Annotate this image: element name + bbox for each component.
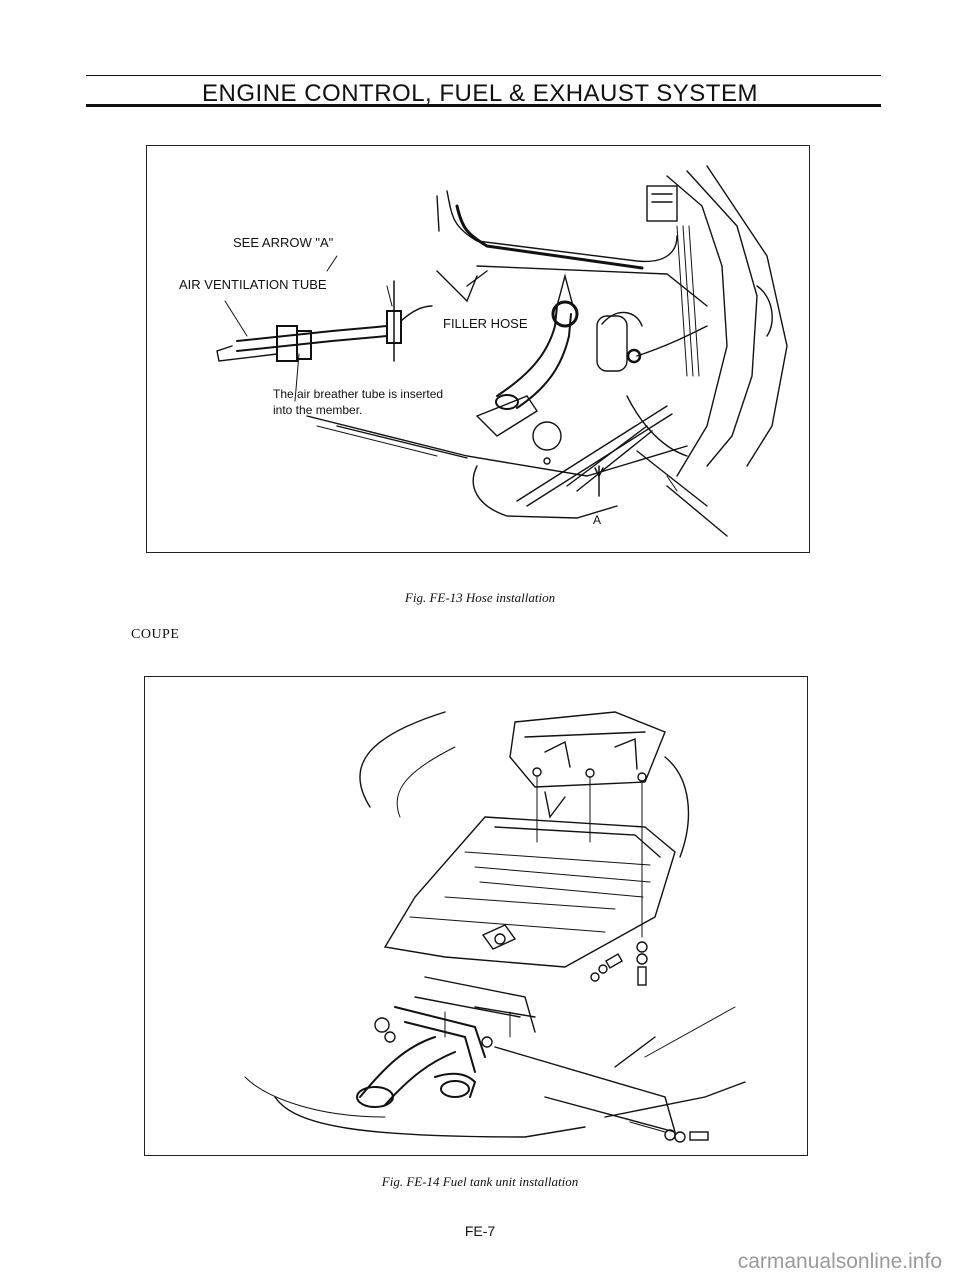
page-header-title: ENGINE CONTROL, FUEL & EXHAUST SYSTEM	[202, 80, 758, 107]
air-ventilation-tube-label: AIR VENTILATION TUBE	[179, 277, 327, 292]
hose-installation-illustration: SEE ARROW "A" AIR VENTILATION TUBE FILLE…	[179, 165, 788, 537]
breather-tube-note-line1: The air breather tube is inserted	[273, 387, 443, 401]
page-number: FE-7	[464, 1223, 496, 1239]
arrow-a-label: A	[593, 513, 601, 527]
fuel-tank-illustration	[244, 711, 746, 1143]
section-label-coupe: COUPE	[131, 627, 180, 642]
header-rule-top	[86, 75, 881, 76]
figure-fe14-fuel-tank-installation	[144, 676, 808, 1156]
breather-tube-note-line2: into the member.	[273, 403, 362, 417]
filler-hose-label: FILLER HOSE	[443, 316, 528, 331]
header-rule-bottom	[86, 104, 881, 107]
see-arrow-label: SEE ARROW "A"	[233, 235, 334, 250]
figure-fe13-caption: Fig. FE-13 Hose installation	[404, 590, 556, 605]
figure-fe13-hose-installation: SEE ARROW "A" AIR VENTILATION TUBE FILLE…	[146, 145, 810, 553]
site-watermark: carmanualsonline.info	[737, 1250, 942, 1273]
figure-fe14-caption: Fig. FE-14 Fuel tank unit installation	[381, 1174, 579, 1189]
